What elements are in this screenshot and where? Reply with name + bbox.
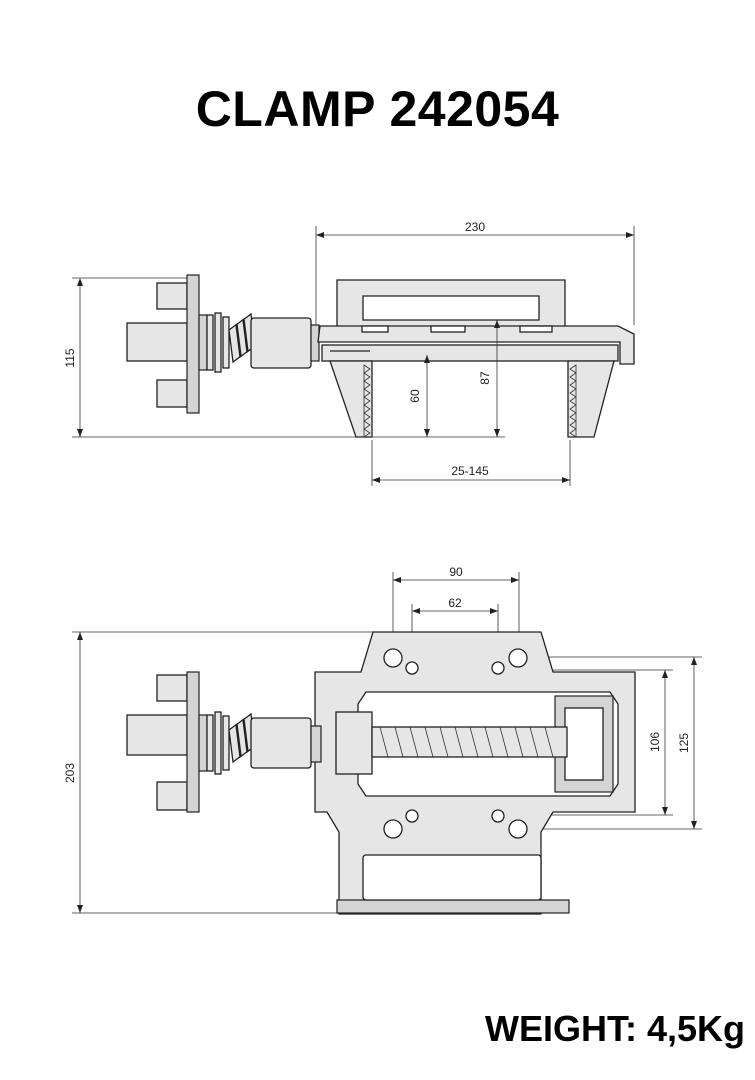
dim-90: 90 xyxy=(449,565,463,579)
dim-62: 62 xyxy=(448,596,462,610)
drawing-title: CLAMP 242054 xyxy=(195,81,560,137)
dim-60: 60 xyxy=(408,389,422,403)
top-view: 90 62 203 106 125 xyxy=(63,565,702,915)
dim-115: 115 xyxy=(63,348,77,367)
dim-203: 203 xyxy=(63,763,77,783)
dim-106: 106 xyxy=(648,732,662,752)
weight-label: WEIGHT: 4,5Kg xyxy=(484,1008,745,1049)
side-view: 230 115 xyxy=(63,220,635,486)
knob-lobe-middle xyxy=(126,322,188,362)
dim-25-145: 25-145 xyxy=(451,464,489,478)
knob-lobe-top xyxy=(156,282,188,310)
dim-230: 230 xyxy=(465,220,485,234)
dim-87: 87 xyxy=(478,371,492,385)
knob-lobe-bottom xyxy=(156,379,188,408)
dim-125: 125 xyxy=(677,733,691,753)
